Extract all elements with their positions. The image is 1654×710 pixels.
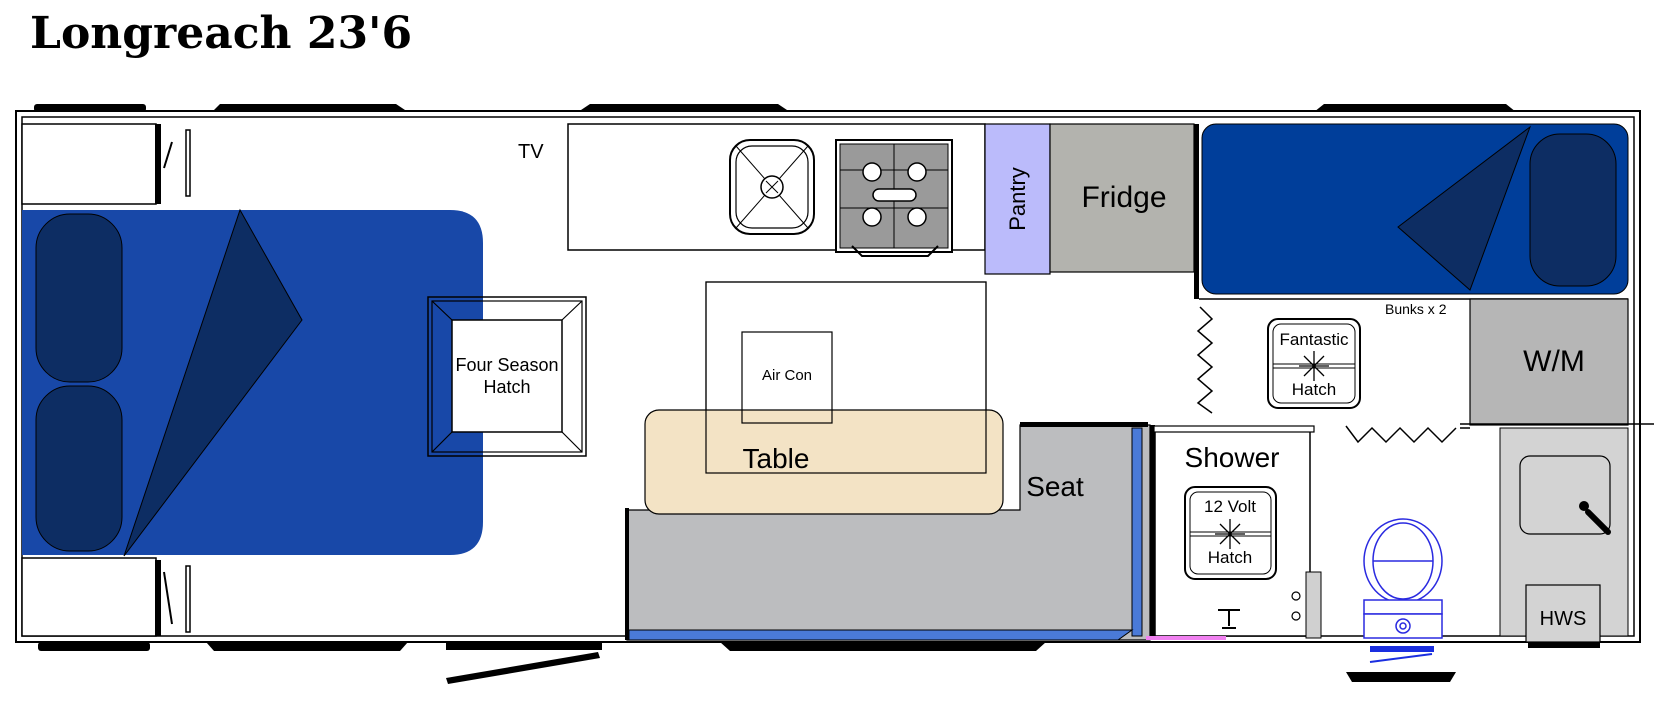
window-bottom-1 — [38, 642, 150, 651]
window-top-4 — [1314, 104, 1516, 112]
cooktop-knobs — [851, 245, 939, 257]
12-volt-hatch-label-2: Hatch — [1208, 548, 1252, 567]
pillow-2 — [35, 385, 123, 552]
air-con-outline-overlay — [705, 281, 987, 474]
seat-back-cushion — [1131, 427, 1143, 637]
pantry-label: Pantry — [1005, 167, 1030, 231]
grill-burner-icon — [872, 188, 917, 202]
hws-label: HWS — [1540, 608, 1587, 630]
four-season-hatch-inner — [451, 319, 563, 433]
bunk-wall — [1194, 124, 1199, 299]
bunk-pillow — [1529, 133, 1617, 287]
entry-door-swing — [446, 652, 600, 684]
wardrobe-bottom-door — [155, 560, 161, 636]
12-volt-hatch-label-1: 12 Volt — [1204, 497, 1256, 516]
12-volt-hatch-inner — [1189, 491, 1272, 575]
window-top-2 — [212, 104, 408, 112]
wardrobe-top — [21, 123, 157, 205]
dining-table — [644, 409, 1004, 515]
seat-label: Seat — [1026, 471, 1084, 502]
bunk-bed — [1201, 123, 1629, 295]
wardrobe-bottom-handle — [163, 571, 173, 625]
tv-label: TV — [518, 141, 544, 163]
hws-vent — [1528, 642, 1600, 648]
tap-icon — [1291, 611, 1301, 621]
burner-icon — [907, 207, 927, 227]
lounge-back-wall — [1020, 422, 1148, 427]
entry-step — [446, 642, 602, 650]
lounge-end-wall — [625, 508, 629, 640]
seat-front-cushion — [628, 629, 1134, 641]
fan-icon — [1215, 519, 1245, 549]
basin-drain-icon — [1579, 501, 1589, 511]
window-bottom-3 — [720, 642, 1046, 651]
window-bottom-4 — [1346, 672, 1456, 682]
tap-icon — [1291, 591, 1301, 601]
air-con-label: Air Con — [762, 367, 812, 384]
wardrobe-bottom-panel — [185, 565, 191, 633]
fan-icon — [1299, 351, 1329, 381]
shower-screen — [1305, 571, 1322, 639]
window-top-1 — [34, 104, 146, 112]
sink-drain-cross — [765, 180, 779, 194]
table-label: Table — [743, 443, 810, 474]
burner-icon — [862, 207, 882, 227]
door-track — [1460, 423, 1654, 429]
wardrobe-top-handle — [163, 141, 173, 169]
window-top-3 — [578, 104, 790, 112]
burner-icon — [862, 162, 882, 182]
four-season-hatch-label-1: Four Season — [455, 355, 558, 375]
wardrobe-bottom — [21, 557, 157, 637]
fantastic-hatch-label-2: Hatch — [1292, 380, 1336, 399]
pillow-1 — [35, 213, 123, 383]
bunk-quilt-fold — [1397, 125, 1532, 291]
shower-door-rail — [1153, 425, 1315, 433]
four-season-hatch-outer — [427, 296, 587, 457]
four-season-hatch-corners — [431, 300, 583, 453]
plan-title: Longreach 23'6 — [30, 8, 412, 59]
shower-base-edge — [1146, 636, 1226, 640]
bed-quilt-fold — [123, 208, 303, 557]
four-season-hatch-label-2: Hatch — [483, 377, 530, 397]
shower-left-wall — [1150, 425, 1155, 640]
wardrobe-top-door — [155, 124, 161, 204]
fridge — [1049, 123, 1195, 273]
toilet-icon — [1363, 518, 1443, 639]
fantastic-hatch-label-1: Fantastic — [1280, 330, 1349, 349]
bunks-label: Bunks x 2 — [1385, 301, 1447, 317]
fridge-label: Fridge — [1081, 181, 1166, 214]
washing-machine — [1469, 298, 1629, 426]
four-season-hatch-frame — [431, 300, 583, 453]
washing-machine-label: W/M — [1523, 345, 1585, 378]
wardrobe-top-panel — [185, 129, 191, 197]
concertina-door-vertical — [1196, 306, 1214, 414]
toilet-cassette-line — [1369, 653, 1433, 663]
concertina-door-horizontal — [1345, 425, 1457, 444]
burner-icon — [907, 162, 927, 182]
basin-tap-icon — [1585, 509, 1611, 535]
pantry — [984, 123, 1051, 275]
hot-water-system — [1525, 584, 1601, 643]
toilet-cassette — [1370, 646, 1434, 652]
air-con-unit — [741, 331, 833, 424]
shower-label: Shower — [1185, 442, 1280, 473]
shower-head-icon — [1218, 609, 1240, 629]
window-bottom-2 — [206, 642, 408, 651]
